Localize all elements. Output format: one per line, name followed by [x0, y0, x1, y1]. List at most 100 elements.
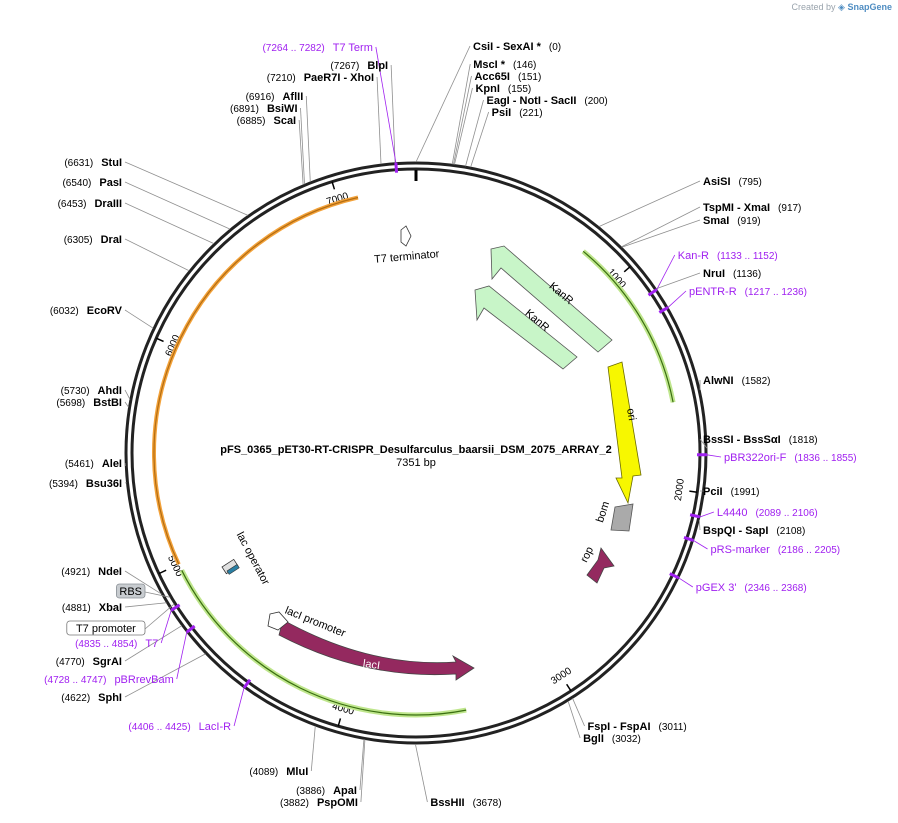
tick-3000: [566, 683, 572, 692]
rop-label: rop: [578, 545, 596, 565]
enzyme-name: AhdI: [98, 385, 122, 397]
site-fspi-fspai[interactable]: FspI - FspAI(3011): [588, 721, 687, 733]
site-alei[interactable]: (5461)AleI: [65, 458, 122, 470]
t7-promoter-label[interactable]: T7 promoter: [76, 623, 136, 635]
site-bsiwi[interactable]: (6891)BsiWI: [230, 103, 297, 115]
site-csii-sexai[interactable]: CsiI - SexAI *(0): [473, 41, 561, 53]
site-bstbi[interactable]: (5698) BstBI: [56, 397, 122, 409]
enzyme-coord: (221): [519, 108, 542, 119]
site-apai[interactable]: (3886)ApaI: [296, 785, 357, 797]
rbs-label[interactable]: RBS: [119, 586, 142, 598]
site-sphi[interactable]: (4622)SphI: [61, 692, 122, 704]
site-bspqi-sapi[interactable]: BspQI - SapI(2108): [703, 525, 805, 537]
site-sgrai[interactable]: (4770)SgrAI: [56, 656, 122, 668]
site-bsu36i[interactable]: (5394)Bsu36I: [49, 478, 122, 490]
enzyme-name: DraIII: [94, 198, 122, 210]
backbone-outer-ring: [124, 161, 708, 745]
primer-coord: (2346 .. 2368): [744, 583, 806, 594]
t7-promoter-box: [66, 620, 146, 636]
leader-sgrai: [124, 625, 182, 662]
site-drai[interactable]: (6305)DraI: [64, 234, 122, 246]
site-bsssi-bsss-i[interactable]: BssSI - BssSαI(1818): [703, 434, 818, 446]
primer-coord: (4728 .. 4747): [44, 675, 106, 686]
site-bsshii[interactable]: BssHII(3678): [430, 797, 501, 809]
site-leader-lines: [124, 45, 722, 803]
backbone-inner-ring: [130, 167, 702, 739]
enzyme-name: BstBI: [93, 397, 122, 409]
site-pspomi[interactable]: (3882)PspOMI: [280, 797, 358, 809]
site-xbai[interactable]: (4881)XbaI: [62, 602, 122, 614]
leader-ecorv: [124, 309, 154, 329]
leader-pspomi: [360, 739, 366, 803]
enzyme-name: PasI: [99, 177, 122, 189]
leader-mlui: [310, 725, 316, 772]
site-nrui[interactable]: NruI(1136): [703, 268, 761, 280]
enzyme-name: BssSαI: [743, 434, 780, 446]
primer-pgex-3[interactable]: pGEX 3'(2346 .. 2368): [696, 582, 807, 594]
enzyme-coord: (4881): [62, 603, 91, 614]
enzyme-name: SgrAI: [93, 656, 122, 668]
primer-name: T7: [145, 638, 158, 650]
primer-pbr322ori-f[interactable]: pBR322ori-F(1836 .. 1855): [724, 452, 857, 464]
primer-pbrrevbam[interactable]: (4728 .. 4747)pBRrevBam: [44, 674, 174, 686]
primer-l4440[interactable]: L4440(2089 .. 2106): [717, 507, 818, 519]
enzyme-coord: (5698): [56, 398, 85, 409]
laci-arrow: [278, 619, 475, 681]
primer-name: pBR322ori-F: [724, 452, 787, 464]
site-bgli[interactable]: BglI(3032): [583, 733, 641, 745]
primer-kan-r[interactable]: Kan-R(1133 .. 1152): [678, 250, 778, 262]
rbs-box: [116, 583, 146, 599]
site-alwni[interactable]: AlwNI(1582): [703, 375, 770, 387]
site-stui[interactable]: (6631) StuI: [64, 157, 122, 169]
leader-bstbi: [124, 401, 129, 408]
site-ahdi[interactable]: (5730)AhdI: [61, 385, 122, 397]
leader-smai: [621, 219, 701, 248]
restriction-site-labels: CsiI - SexAI *(0)MscI *(146)Acc65I(151)K…: [49, 41, 818, 809]
site-asisi[interactable]: AsiSI(795): [703, 176, 762, 188]
site-pcii[interactable]: PciI(1991): [703, 486, 759, 498]
site-acc65i[interactable]: Acc65I(151): [474, 71, 541, 83]
enzyme-coord: (919): [737, 216, 760, 227]
leader-paer7i: [376, 76, 382, 165]
leader-tspmi: [621, 206, 701, 248]
tick-label-2000: 2000: [673, 478, 687, 502]
primer-name: L4440: [717, 507, 748, 519]
site-msci[interactable]: MscI *(146): [473, 59, 536, 71]
tick-4000: [337, 718, 342, 727]
enzyme-coord: (200): [584, 96, 607, 107]
enzyme-name: NotI: [520, 95, 541, 107]
site-psii[interactable]: PsiI(221): [492, 107, 543, 119]
primer-prs-marker[interactable]: pRS-marker(2186 .. 2205): [711, 544, 841, 556]
enzyme-name: StuI: [101, 157, 122, 169]
site-aflii[interactable]: (6916)AflII: [246, 91, 304, 103]
primer-coord: (4406 .. 4425): [128, 722, 190, 733]
enzyme-coord: (6540): [62, 178, 91, 189]
primer-t7-term[interactable]: (7264 .. 7282)T7 Term: [262, 42, 372, 54]
site-pasi[interactable]: (6540) PasI: [62, 177, 122, 189]
site-draiii[interactable]: (6453)DraIII: [58, 198, 122, 210]
site-scai[interactable]: (6885)ScaI: [237, 115, 297, 127]
site-mlui[interactable]: (4089)MluI: [249, 766, 308, 778]
leader-draiii: [124, 202, 215, 244]
enzyme-name: SmaI: [703, 215, 729, 227]
primer-mark-laci-r: [242, 678, 252, 689]
primer-t7[interactable]: (4835 .. 4854)T7: [75, 638, 158, 650]
enzyme-name: AleI: [102, 458, 122, 470]
primer-laci-r[interactable]: (4406 .. 4425)LacI-R: [128, 721, 231, 733]
site-paer7i-xhoi[interactable]: (7210)PaeR7I - XhoI: [267, 72, 374, 84]
ori-arrow: [607, 361, 642, 505]
site-ndei[interactable]: (4921)NdeI: [61, 566, 122, 578]
enzyme-name: PspOMI: [317, 797, 358, 809]
site-ecorv[interactable]: (6032)EcoRV: [50, 305, 123, 317]
primer-leader-kan-r: [656, 254, 676, 290]
site-tspmi-xmai[interactable]: TspMI - XmaI(917): [703, 202, 801, 214]
site-kpni[interactable]: KpnI(155): [475, 83, 531, 95]
primer-pentr-r[interactable]: pENTR-R(1217 .. 1236): [689, 286, 807, 298]
enzyme-coord: (1136): [733, 269, 761, 280]
site-smai[interactable]: SmaI (919): [703, 215, 761, 227]
enzyme-name: SacII: [551, 95, 577, 107]
snapgene-credit: Created by ◈ SnapGene: [792, 2, 893, 13]
site-eagi-noti-sacii[interactable]: EagI - NotI - SacII(200): [487, 95, 608, 107]
enzyme-coord: (6631): [64, 158, 93, 169]
site-blpi[interactable]: (7267)BlpI: [330, 60, 388, 72]
